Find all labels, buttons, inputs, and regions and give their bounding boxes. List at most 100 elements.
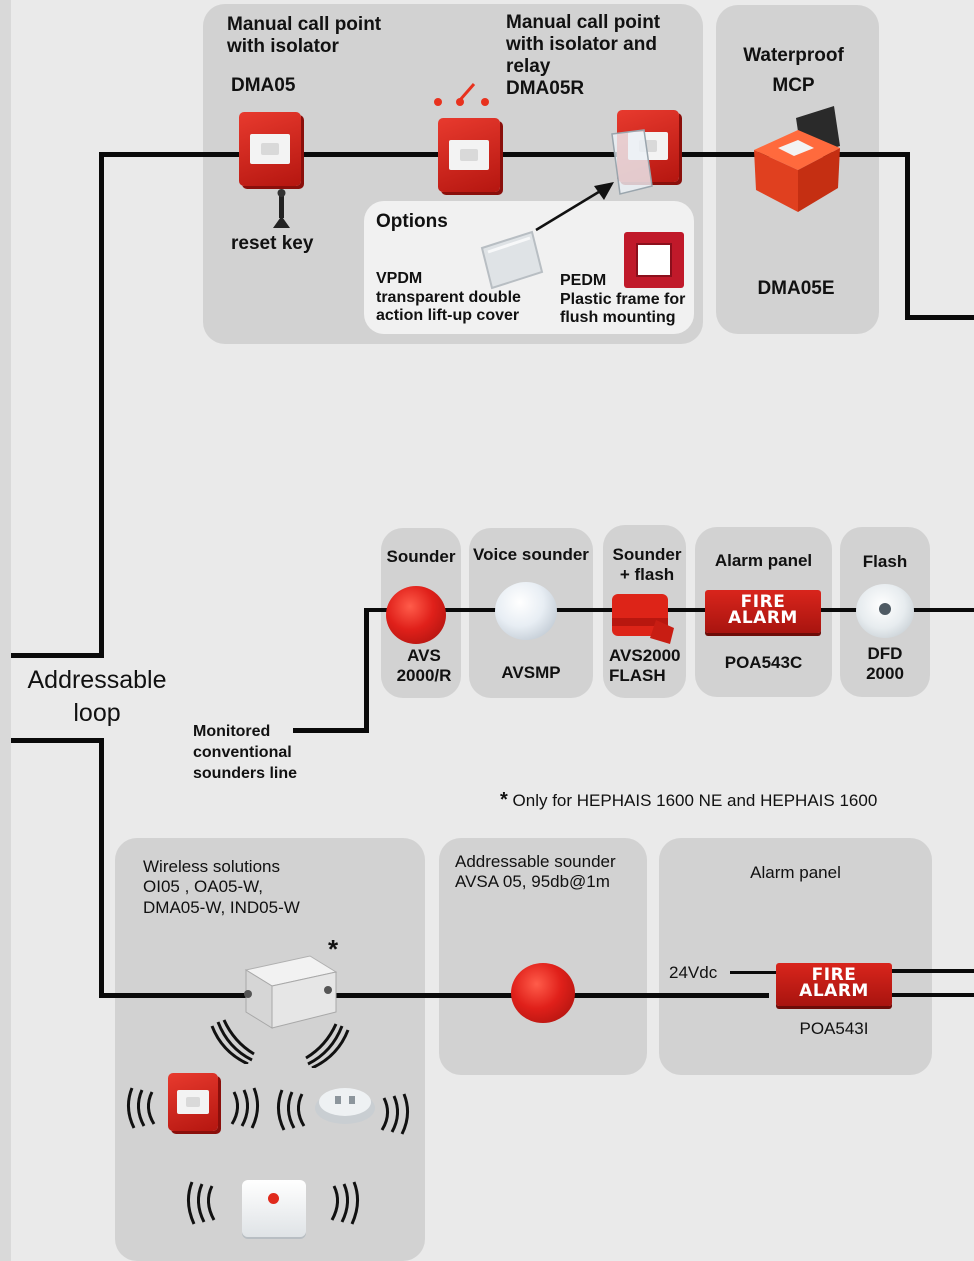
- wireless-waves-top-left: [210, 1019, 255, 1064]
- wireless-title: Wireless solutions OI05 , OA05-W, DMA05-…: [143, 857, 300, 918]
- loop-wire-top: [99, 152, 909, 157]
- addressable-sounder-panel: [439, 838, 647, 1075]
- wireless-waves-indicator-left: [187, 1181, 216, 1225]
- dfd2000-code: DFD 2000: [840, 644, 930, 683]
- footnote-star: *: [500, 789, 508, 811]
- options-title: Options: [376, 211, 448, 232]
- avs2000r-code-line2: 2000/R: [396, 665, 452, 685]
- pedm-code: PEDM: [560, 272, 607, 289]
- addressable-sounder-title-line2: AVSA 05, 95db@1m: [455, 872, 610, 892]
- monitored-line2: conventional: [193, 743, 292, 761]
- wireless-mcp-device: [168, 1073, 218, 1131]
- wireless-title-line1: Wireless solutions: [143, 857, 280, 876]
- monitored-line1: Monitored: [193, 723, 271, 740]
- loop-wire-right-exit: [905, 315, 974, 320]
- poa543i-sign-line2: ALARM: [799, 981, 869, 1002]
- avs2000-flash-code: AVS2000 FLASH: [609, 646, 681, 685]
- addressable-loop-label: Addressable loop: [12, 664, 182, 730]
- footnote-text: Only for HEPHAIS 1600 NE and HEPHAIS 160…: [512, 791, 878, 810]
- mcp-isolator-title-line2: with isolator: [227, 36, 339, 58]
- wireless-waves-detector-right: [380, 1093, 409, 1135]
- loop-label-line1: Addressable: [27, 666, 167, 694]
- vpdm-cover-image: [480, 230, 544, 290]
- wireless-interface-box: [244, 955, 338, 1029]
- wireless-title-line3: DMA05-W, IND05-W: [143, 897, 300, 917]
- loop-label-line2: loop: [73, 699, 121, 727]
- relay-contact-right: [481, 98, 489, 106]
- wireless-star: *: [328, 934, 339, 964]
- poa543i-sign-line1: FIRE: [811, 965, 857, 985]
- mcp-relay-title-line3: relay: [506, 56, 551, 78]
- dfd2000-code-line2: 2000: [866, 663, 904, 683]
- avsa05-sounder-device: [511, 963, 575, 1023]
- footnote: * Only for HEPHAIS 1600 NE and HEPHAIS 1…: [500, 788, 877, 812]
- vpdm-code: VPDM: [376, 270, 423, 287]
- avs2000-flash-device: [612, 594, 674, 644]
- loop-wire-left-lower-stub: [11, 738, 104, 743]
- dfd2000-flash-device: [856, 584, 914, 638]
- avsmp-voice-sounder-device: [495, 582, 557, 640]
- wireless-indicator-device: [242, 1180, 306, 1237]
- sounder-flash-title-line1: Sounder: [612, 545, 682, 564]
- vpdm-desc-line2: action lift-up cover: [376, 307, 520, 325]
- avs2000-flash-code-line1: AVS2000: [609, 646, 681, 665]
- waterproof-mcp-device: [754, 106, 840, 212]
- sounders-line-stub: [293, 728, 369, 733]
- vpdm-desc-line1: transparent double: [376, 288, 521, 306]
- poa543c-code: POA543C: [724, 653, 803, 672]
- sounders-line-bend: [364, 608, 369, 732]
- mcp-isolator-title: Manual call point with isolator: [227, 14, 381, 58]
- vpdm-label: VPDM transparent double action lift-up c…: [376, 270, 521, 326]
- relay-contact-middle: [456, 98, 464, 106]
- relay-switch-arm: [458, 83, 476, 101]
- mcp-dma05r-device: [438, 118, 500, 192]
- voltage-label: 24Vdc: [669, 963, 718, 982]
- wireless-waves-mcp-right: [230, 1087, 259, 1129]
- mcp-isolator-title-line1: Manual call point: [227, 14, 382, 35]
- wireless-waves-indicator-right: [330, 1181, 359, 1225]
- sounder-flash-title-line2: + flash: [619, 564, 675, 584]
- waterproof-title-line1: Waterproof: [743, 45, 844, 66]
- wireless-detector-device: [315, 1088, 375, 1124]
- mcp-relay-title: Manual call point with isolator and rela…: [506, 12, 660, 100]
- addressable-sounder-title-line1: Addressable sounder: [455, 852, 616, 871]
- sounder-flash-title: Sounder + flash: [603, 545, 691, 584]
- alarm-panel-feed-upper: [890, 969, 974, 973]
- alarm-panel-title: Alarm panel: [714, 551, 813, 570]
- monitored-line-label: Monitored conventional sounders line: [193, 722, 297, 784]
- mcp-relay-code: DMA05R: [506, 78, 585, 100]
- loop-wire-bottom: [99, 993, 769, 998]
- loop-wire-left-lower: [99, 738, 104, 998]
- mcp-isolator-code: DMA05: [231, 75, 296, 96]
- poa543c-sign-line1: FIRE: [740, 592, 786, 612]
- avsmp-code: AVSMP: [501, 663, 561, 682]
- loop-wire-left-upper: [99, 152, 104, 658]
- pedm-desc-line2: flush mounting: [560, 309, 676, 327]
- reset-key-label: reset key: [231, 233, 314, 254]
- wireless-waves-top-right: [305, 1023, 350, 1068]
- transparent-cover-overlay: [611, 129, 653, 195]
- option-arrow: [535, 182, 614, 232]
- waterproof-mcp-code: DMA05E: [757, 278, 835, 299]
- sounders-line-main: [368, 608, 974, 612]
- waterproof-title-line2: MCP: [772, 75, 815, 97]
- mcp-dma05-device: [239, 112, 301, 186]
- left-margin-bar: [0, 0, 11, 1261]
- voltage-wire: [730, 971, 778, 974]
- poa543i-fire-alarm-sign: FIRE ALARM: [776, 963, 892, 1006]
- poa543i-code: POA543I: [799, 1019, 869, 1038]
- sounder-title: Sounder: [386, 547, 456, 566]
- alarm-panel-bottom-title: Alarm panel: [750, 863, 841, 882]
- addressable-sounder-title: Addressable sounder AVSA 05, 95db@1m: [455, 852, 616, 893]
- alarm-panel-addressable-panel: [659, 838, 932, 1075]
- wireless-waves-detector-left: [277, 1089, 306, 1131]
- mcp-relay-title-line1: Manual call point: [506, 12, 661, 33]
- loop-wire-left-upper-stub: [11, 653, 104, 658]
- pedm-frame-image: [624, 232, 684, 288]
- relay-contact-left: [434, 98, 442, 106]
- flash-title: Flash: [862, 552, 908, 571]
- mcp-relay-title-line2: with isolator and: [506, 34, 657, 56]
- monitored-line3: sounders line: [193, 764, 298, 782]
- wireless-title-line2: OI05 , OA05-W,: [143, 877, 263, 897]
- dfd2000-code-line1: DFD: [867, 644, 903, 663]
